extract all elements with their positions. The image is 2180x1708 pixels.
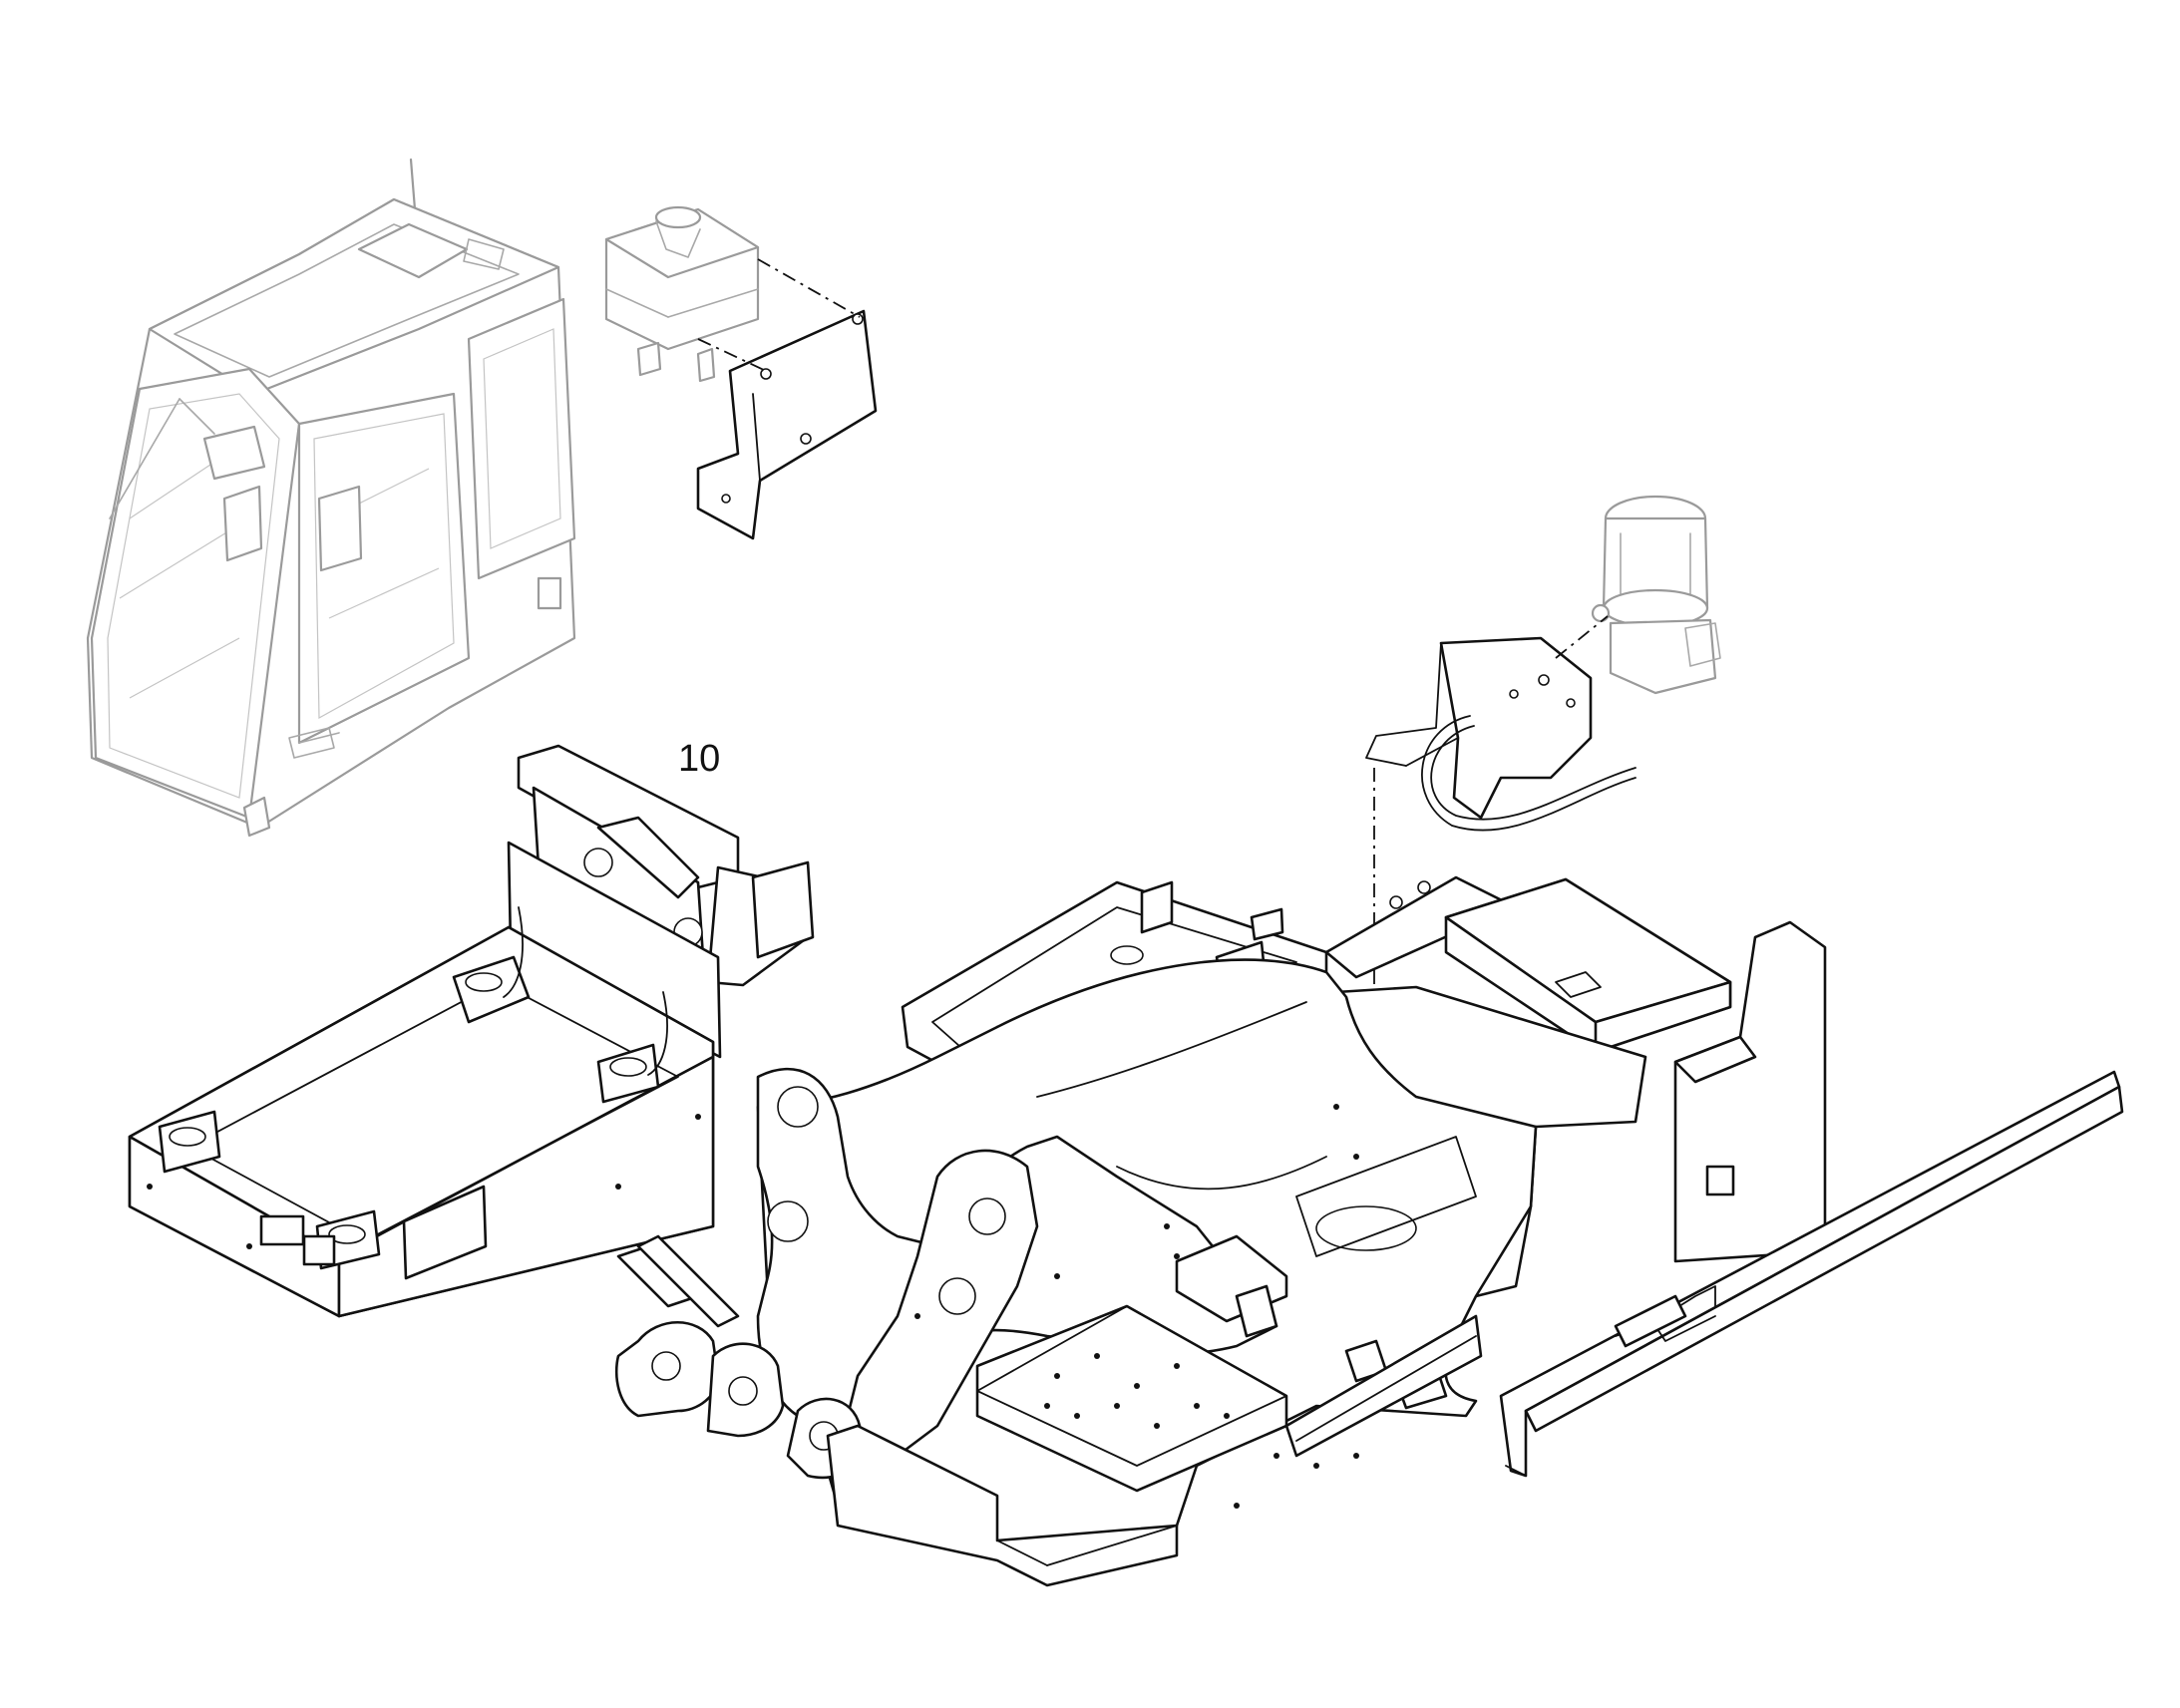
side-skirt-rail [1499,1070,2124,1478]
callout-10: 10 [678,738,720,780]
counterweight-frame [128,744,815,1318]
tank-mounting-bracket [696,258,878,540]
main-upper-frame [614,875,1827,1587]
grease-pump [1591,495,1721,695]
operator-cab [86,158,576,838]
expansion-tank [604,205,760,383]
